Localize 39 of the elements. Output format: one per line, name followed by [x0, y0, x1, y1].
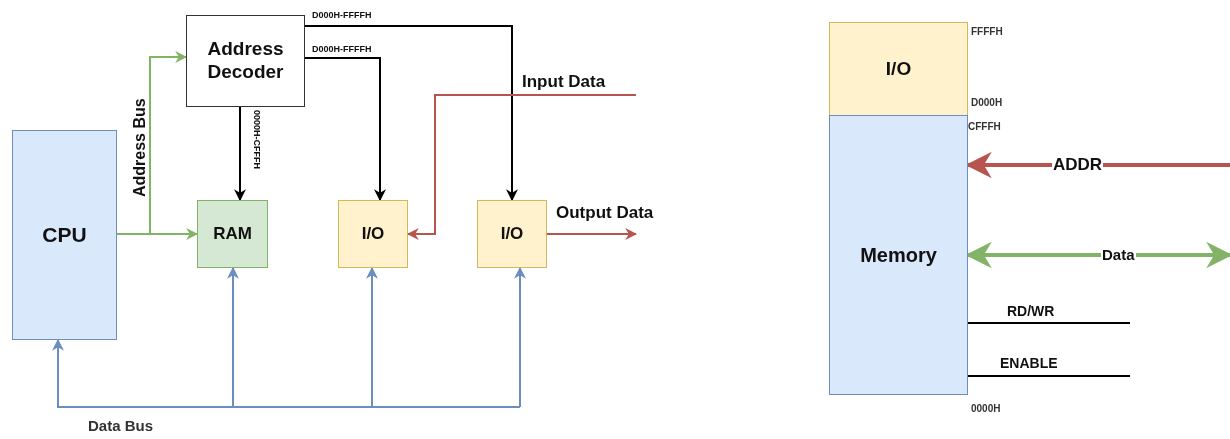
arrow	[234, 106, 246, 202]
node-label: Memory	[860, 243, 937, 267]
arrow	[366, 266, 378, 408]
address-label: FFFFH	[971, 26, 1003, 37]
node-label: CPU	[42, 222, 87, 248]
edge-label: ENABLE	[1000, 355, 1058, 371]
io-box	[338, 200, 408, 268]
arrow	[304, 25, 518, 202]
node-label: I/O	[361, 223, 385, 245]
memory-map-region	[829, 22, 968, 116]
node-label: RAM	[213, 223, 252, 245]
memory-map-region	[829, 115, 968, 395]
cpu-box	[12, 130, 117, 340]
edge-label: D000H-FFFFH	[312, 10, 372, 20]
edge-label: D000H-FFFFH	[312, 44, 372, 54]
arrow	[304, 57, 386, 202]
bus-label: Data Bus	[88, 417, 154, 434]
address-label: D000H	[971, 97, 1003, 108]
edge-label: Output Data	[556, 203, 654, 223]
node-label: I/O	[885, 57, 912, 81]
edge-label: Input Data	[522, 72, 606, 92]
signal-line	[967, 375, 1131, 377]
node-label: Address Decoder	[206, 38, 285, 84]
edge-label: RD/WR	[1007, 303, 1055, 319]
address-label: 0000H	[971, 403, 1001, 414]
arrow	[227, 266, 239, 408]
node-label: I/O	[500, 223, 524, 245]
arrow	[406, 94, 637, 240]
ram-box	[197, 200, 268, 268]
arrow	[52, 338, 521, 408]
arrow	[514, 266, 526, 408]
address-label: CFFFH	[968, 121, 1001, 132]
decoder-box	[186, 15, 305, 107]
io-box	[477, 200, 547, 268]
signal-line	[967, 322, 1131, 324]
arrow	[546, 228, 638, 240]
edge-label: 0000H-CFFFH	[252, 110, 262, 169]
arrow	[116, 228, 199, 240]
edge-label: Address Bus	[131, 98, 149, 197]
